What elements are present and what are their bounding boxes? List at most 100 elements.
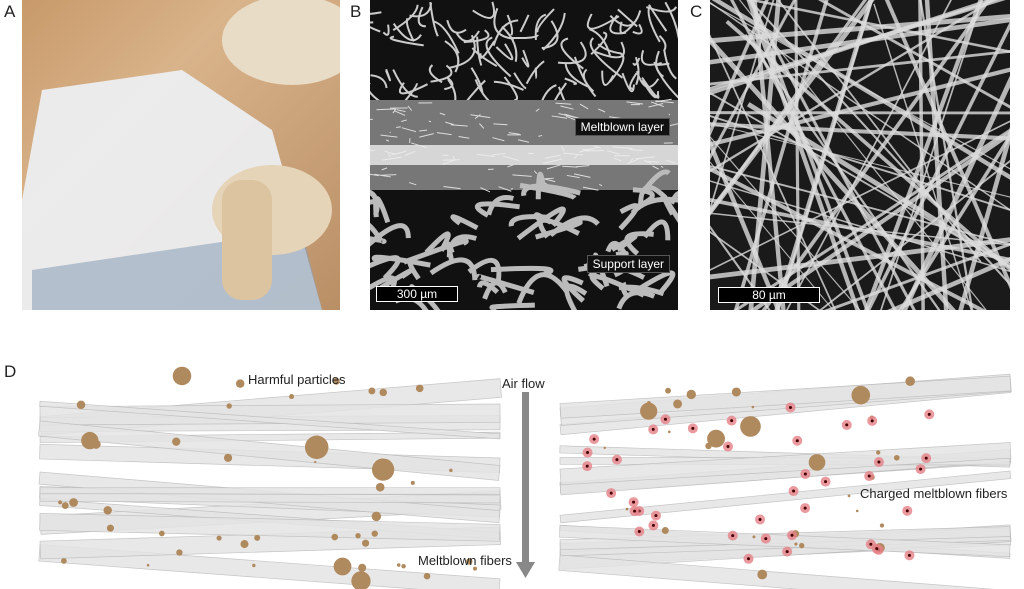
particle: [76, 400, 86, 410]
fiber: [566, 174, 580, 179]
particle: [686, 389, 696, 400]
fiber: [562, 165, 578, 168]
charge-core: [585, 464, 589, 468]
support-fiber: [537, 217, 581, 239]
support-fiber: [549, 215, 600, 238]
charge-core: [651, 427, 655, 431]
fiber: [655, 98, 672, 103]
particle: [851, 385, 871, 405]
particle: [254, 534, 261, 541]
fiber: [476, 36, 483, 66]
support-fiber: [371, 254, 431, 268]
particle: [661, 527, 669, 535]
fiber: [747, 0, 916, 310]
charge-core: [870, 419, 874, 423]
fiber: [559, 525, 1011, 557]
fiber: [733, 0, 829, 310]
fiber: [710, 137, 781, 310]
fiber: [535, 108, 540, 112]
particle: [665, 387, 671, 394]
sem-cross-section: Meltblown layer Support layer 300 µm: [370, 0, 678, 310]
support-fiber: [561, 275, 585, 303]
fiber: [919, 0, 974, 310]
fiber: [864, 0, 984, 310]
fiber: [710, 135, 861, 310]
fiber: [579, 103, 589, 110]
fiber: [551, 115, 568, 119]
particle: [847, 494, 851, 498]
fiber: [668, 113, 671, 116]
fiber: [521, 49, 530, 68]
particle: [61, 558, 67, 564]
fiber: [508, 132, 520, 135]
fiber: [597, 108, 606, 113]
support-fiber: [489, 302, 535, 310]
charge-core: [919, 467, 923, 471]
fiber: [588, 28, 612, 56]
particle: [808, 454, 826, 471]
meltblown-fibers-label: Meltblown fibers: [418, 553, 512, 568]
support-fiber: [424, 231, 451, 255]
charge-core: [907, 553, 911, 557]
fiber: [401, 127, 417, 133]
fiber: [444, 40, 460, 73]
fiber: [559, 470, 1012, 524]
fiber: [401, 119, 407, 122]
fiber: [479, 40, 496, 59]
particle: [905, 376, 915, 386]
fiber: [924, 0, 949, 310]
particle: [379, 388, 387, 397]
particle: [176, 549, 183, 556]
fiber: [428, 120, 432, 123]
support-fiber: [379, 267, 414, 290]
charge-core: [586, 451, 590, 455]
fiber: [710, 0, 996, 173]
fiber: [533, 170, 538, 175]
fiber: [761, 0, 991, 310]
charge-core: [726, 444, 730, 448]
charge-core: [785, 550, 789, 554]
fiber: [394, 110, 406, 116]
fiber: [541, 20, 559, 50]
fiber: [880, 0, 983, 310]
meltblown-band: [370, 145, 678, 165]
support-fiber: [370, 199, 380, 216]
particle: [355, 532, 361, 539]
particle: [368, 387, 376, 395]
particle: [69, 498, 78, 507]
fiber: [586, 13, 620, 30]
particle: [401, 564, 406, 569]
fiber: [370, 173, 379, 177]
charge-core: [691, 426, 695, 430]
charge-core: [795, 439, 799, 443]
particle: [106, 524, 114, 532]
charge-core: [764, 537, 768, 541]
fiber: [470, 114, 491, 119]
fiber: [710, 67, 1010, 147]
particle: [731, 387, 741, 397]
support-fiber: [370, 223, 411, 247]
fiber: [385, 68, 392, 82]
fiber: [573, 173, 591, 178]
support-fiber: [508, 214, 547, 227]
fiber: [557, 41, 587, 65]
air-flow-arrow-shaft: [522, 392, 529, 562]
charge-core: [609, 491, 613, 495]
fiber: [710, 161, 834, 310]
support-fiber: [446, 234, 477, 258]
fiber: [629, 72, 638, 90]
fiber: [538, 134, 543, 137]
fiber: [710, 165, 1010, 246]
fiber: [510, 188, 514, 190]
fiber: [474, 114, 481, 119]
fiber: [507, 164, 514, 168]
fiber: [501, 25, 518, 62]
charge-core: [803, 506, 807, 510]
fiber: [385, 139, 390, 142]
particle: [146, 563, 150, 567]
fiber: [729, 0, 897, 310]
fiber: [564, 77, 578, 85]
fiber: [558, 113, 579, 119]
support-layer-tag: Support layer: [586, 255, 670, 273]
support-fiber: [638, 270, 676, 294]
